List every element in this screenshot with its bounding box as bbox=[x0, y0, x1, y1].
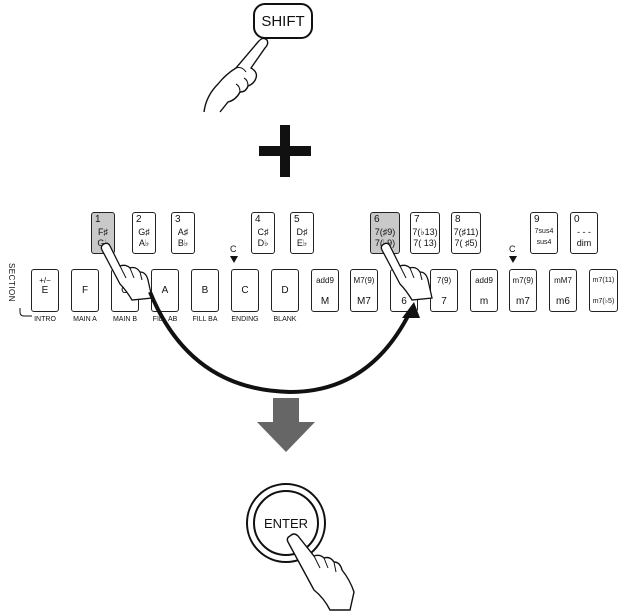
key-label-sharp: G♯ bbox=[138, 227, 150, 237]
key-m7-11[interactable]: m7(11) m7(♭5) bbox=[589, 269, 618, 312]
c-mark: C bbox=[509, 244, 516, 254]
key-9[interactable]: 9 7sus4 sus4 bbox=[530, 212, 558, 254]
pointing-hand-icon bbox=[286, 533, 355, 611]
pointing-hand-icon bbox=[203, 37, 269, 113]
key-add9-minor[interactable]: add9 m bbox=[470, 269, 498, 312]
key-label-sharp: C♯ bbox=[257, 227, 269, 237]
key-top-label: m7(9) bbox=[512, 276, 534, 285]
key-label-sharp: F♯ bbox=[98, 227, 108, 237]
down-triangle-icon bbox=[509, 256, 517, 263]
section-fill-ba-label: FILL BA bbox=[192, 316, 218, 323]
key-main-label: 7 bbox=[441, 296, 447, 307]
key-top-label: add9 bbox=[316, 276, 334, 285]
key-main-label: C bbox=[241, 285, 249, 296]
key-main-label: m bbox=[479, 296, 489, 307]
key-number: 5 bbox=[294, 214, 300, 225]
key-number: 1 bbox=[95, 214, 101, 225]
key-main-label: m7(♭5) bbox=[592, 298, 615, 305]
key-label-flat: G♭ bbox=[97, 238, 109, 248]
key-label-sharp: D♯ bbox=[296, 227, 308, 237]
pointing-hand-icon bbox=[100, 242, 153, 301]
key-4[interactable]: 4 C♯ D♭ bbox=[251, 212, 275, 254]
key-main-label: 6 bbox=[401, 296, 407, 307]
key-top-label: 7(9) bbox=[436, 276, 452, 285]
key-main-label: E bbox=[41, 285, 49, 296]
key-0[interactable]: 0 - - - dim bbox=[570, 212, 598, 254]
pointing-hand-icon bbox=[380, 242, 433, 301]
key-top-label: add9 bbox=[475, 276, 493, 285]
key-3[interactable]: 3 A♯ B♭ bbox=[171, 212, 195, 254]
key-8[interactable]: 8 7(♯11) 7( ♯5) bbox=[451, 212, 481, 254]
down-arrow-icon bbox=[257, 398, 315, 452]
section-bracket bbox=[19, 308, 32, 317]
key-number: 3 bbox=[175, 214, 181, 225]
key-main-label: D bbox=[281, 285, 289, 296]
key-main-label: M bbox=[320, 296, 330, 307]
key-d[interactable]: D bbox=[271, 269, 299, 312]
key-number: 8 bbox=[455, 214, 461, 225]
key-label-flat: sus4 bbox=[536, 239, 552, 246]
key-label-sharp: - - - bbox=[577, 227, 591, 237]
enter-button[interactable]: ENTER bbox=[253, 490, 319, 556]
key-number: 7 bbox=[414, 214, 420, 225]
shift-button[interactable]: SHIFT bbox=[253, 3, 313, 39]
c-mark: C bbox=[230, 244, 237, 254]
section-main-a-label: MAIN A bbox=[73, 316, 97, 323]
key-label-flat: 7( ♯5) bbox=[454, 238, 478, 248]
key-f[interactable]: F bbox=[71, 269, 99, 312]
key-number: 9 bbox=[534, 214, 540, 225]
key-main-label: F bbox=[81, 285, 89, 296]
key-main-label: m6 bbox=[556, 296, 570, 307]
key-number: 6 bbox=[374, 214, 380, 225]
key-add9-m[interactable]: add9 M bbox=[311, 269, 339, 312]
key-top-label: +/− bbox=[39, 276, 51, 285]
key-top-label: M7(9) bbox=[353, 276, 375, 285]
key-label-flat: 7( 13) bbox=[413, 238, 437, 248]
key-top-label: m7(11) bbox=[592, 277, 615, 284]
section-intro-label: INTRO bbox=[34, 316, 56, 323]
key-label-sharp: 7sus4 bbox=[534, 228, 554, 235]
key-label-flat: dim bbox=[576, 238, 592, 248]
key-number: 4 bbox=[255, 214, 261, 225]
key-m7-9[interactable]: M7(9) M7 bbox=[350, 269, 378, 312]
down-triangle-icon bbox=[230, 256, 238, 263]
key-label-flat: D♭ bbox=[257, 238, 269, 248]
section-blank-label: BLANK bbox=[273, 316, 297, 323]
key-label-sharp: 7(♯9) bbox=[374, 227, 396, 237]
key-main-label: B bbox=[201, 285, 209, 296]
key-main-label: M7 bbox=[357, 296, 371, 307]
key-label-sharp: A♯ bbox=[177, 227, 189, 237]
key-2[interactable]: 2 G♯ A♭ bbox=[132, 212, 156, 254]
key-label-flat: B♭ bbox=[177, 238, 189, 248]
key-label-sharp: 7(♯11) bbox=[453, 227, 479, 237]
key-main-label: m7 bbox=[516, 296, 530, 307]
section-main-b-label: MAIN B bbox=[112, 316, 138, 323]
key-number: 0 bbox=[574, 214, 580, 225]
key-c[interactable]: C bbox=[231, 269, 259, 312]
key-label-flat: A♭ bbox=[138, 238, 150, 248]
key-mm7[interactable]: mM7 m6 bbox=[549, 269, 577, 312]
key-top-label: mM7 bbox=[554, 276, 572, 285]
key-main-label: A bbox=[161, 285, 169, 296]
section-ending-label: ENDING bbox=[231, 316, 259, 323]
key-e[interactable]: +/− E bbox=[31, 269, 59, 312]
key-b[interactable]: B bbox=[191, 269, 219, 312]
key-m7-9-minor[interactable]: m7(9) m7 bbox=[509, 269, 537, 312]
key-label-flat: E♭ bbox=[296, 238, 308, 248]
key-5[interactable]: 5 D♯ E♭ bbox=[290, 212, 314, 254]
key-7[interactable]: 7 7(♭13) 7( 13) bbox=[410, 212, 440, 254]
key-number: 2 bbox=[136, 214, 142, 225]
key-label-sharp: 7(♭13) bbox=[412, 227, 438, 237]
plus-sign-vertical bbox=[280, 125, 290, 177]
